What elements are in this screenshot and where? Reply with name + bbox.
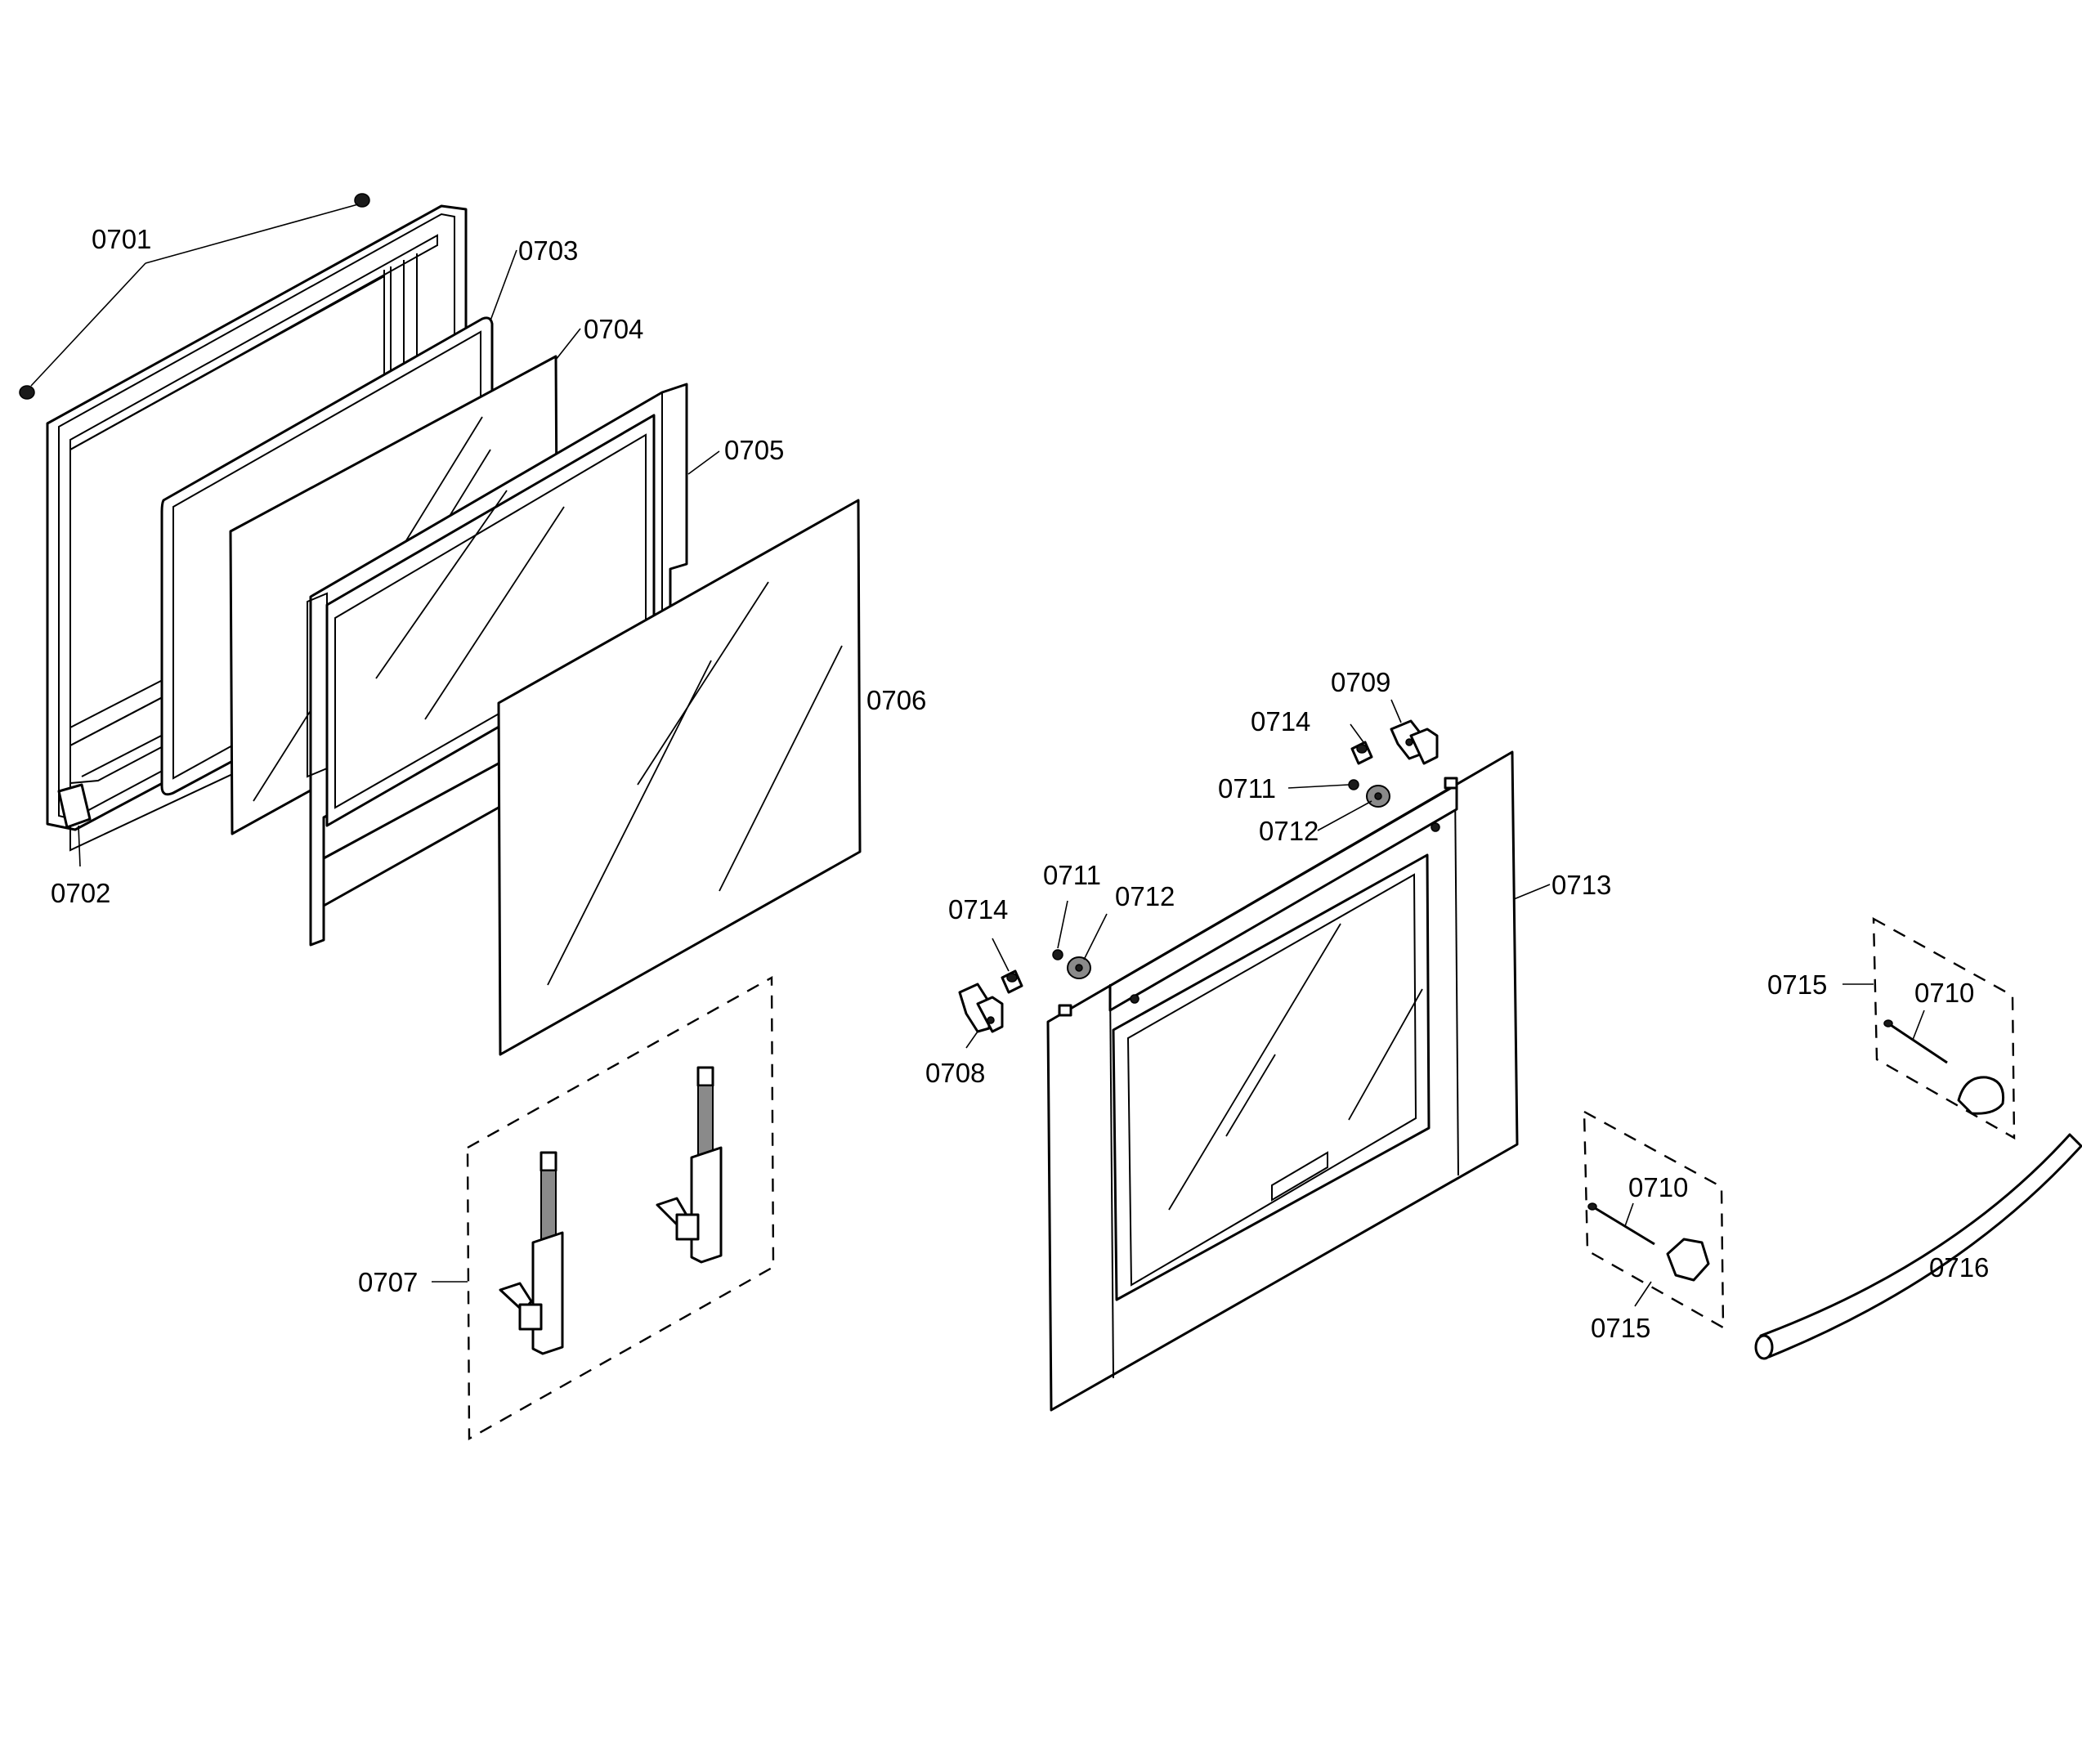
part-bracket-right: [1390, 719, 1439, 765]
callout-0706: 0706: [866, 685, 926, 715]
part-nut-right: [1348, 779, 1359, 790]
part-hinge-set: [466, 975, 775, 1441]
callout-0709: 0709: [1331, 667, 1390, 697]
part-screw-left: [19, 385, 35, 400]
callout-0703: 0703: [518, 235, 578, 266]
part-clip-right: [1350, 741, 1373, 765]
callout-0708: 0708: [925, 1058, 985, 1088]
part-clip-left: [1001, 969, 1023, 994]
part-door-handle-bar: [1754, 1133, 2082, 1360]
part-handle-mount-right: [1872, 916, 2016, 1140]
callout-0715-left: 0715: [1591, 1313, 1650, 1343]
callout-0702: 0702: [51, 878, 110, 908]
part-handle-mount-left: [1583, 1109, 1725, 1330]
part-screw-top: [354, 193, 370, 208]
callout-0714-left: 0714: [948, 894, 1008, 925]
callout-labels: 0701 0702 0703 0704 0705 0706 0707 0708 …: [51, 224, 1989, 1343]
callout-0701: 0701: [92, 224, 151, 254]
callout-0716: 0716: [1929, 1252, 1989, 1283]
part-washer-left: [1067, 956, 1091, 979]
callout-0707: 0707: [358, 1267, 418, 1297]
callout-0711-left: 0711: [1043, 860, 1101, 890]
callout-0711-right: 0711: [1218, 773, 1276, 804]
part-nut-left: [1052, 949, 1063, 960]
callout-0712-left: 0712: [1115, 881, 1175, 911]
callout-0715-right: 0715: [1767, 969, 1827, 1000]
leader-lines: [30, 204, 1925, 1307]
callout-0705: 0705: [724, 435, 784, 465]
callout-0704: 0704: [584, 314, 643, 344]
part-outer-glass-pane: [497, 499, 862, 1056]
callout-0710-left: 0710: [1628, 1172, 1688, 1202]
callout-0713: 0713: [1551, 870, 1611, 900]
callout-0710-right: 0710: [1914, 978, 1974, 1008]
part-bracket-left: [958, 983, 1004, 1033]
hinge-right: [656, 1066, 723, 1264]
part-outer-door-panel: [1046, 750, 1519, 1412]
callout-0712-right: 0712: [1259, 816, 1319, 846]
hinge-left: [499, 1151, 564, 1355]
callout-0714-right: 0714: [1251, 706, 1310, 736]
part-washer-right: [1366, 785, 1390, 808]
